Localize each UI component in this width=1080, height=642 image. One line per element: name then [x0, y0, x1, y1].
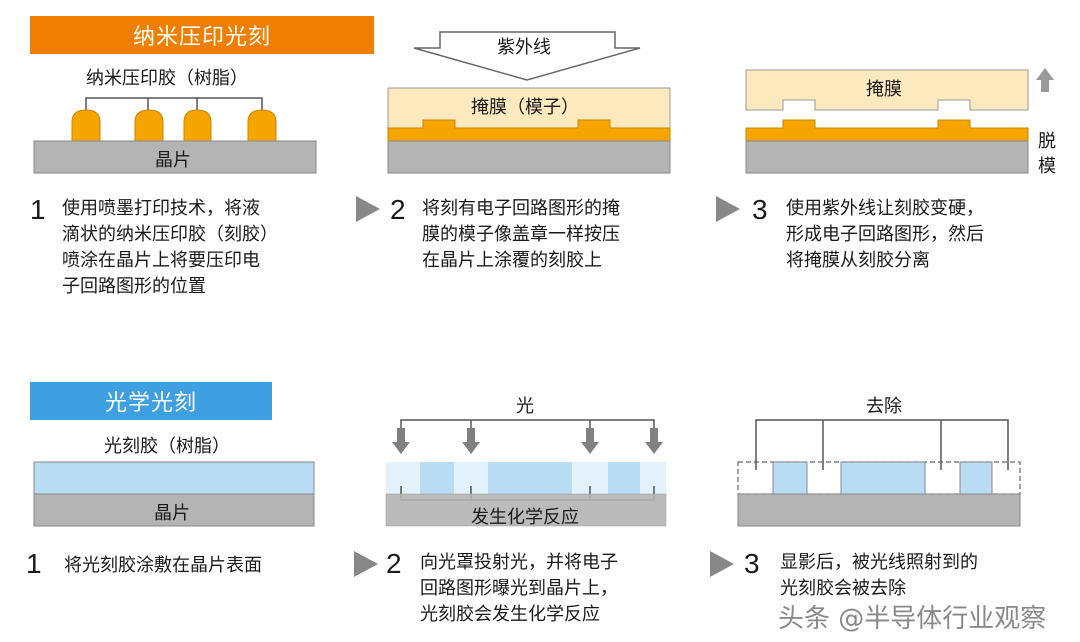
- release-label: 脱: [1038, 131, 1056, 152]
- nanoimprint-step1-diagram: [33, 97, 317, 174]
- lift-arrow-icon: [1036, 68, 1054, 92]
- release-label: 模: [1038, 156, 1056, 177]
- desc-line: 形成电子回路图形，然后: [786, 224, 984, 245]
- photoresist-layer: [33, 461, 315, 495]
- desc-line: 将光刻胶涂敷在晶片表面: [64, 555, 262, 576]
- step-arrow-icon: [356, 196, 380, 222]
- light-label: 光: [516, 396, 534, 417]
- light-bracket: [400, 419, 655, 428]
- wafer: [33, 140, 317, 174]
- step-arrow-icon: [354, 551, 378, 577]
- resin-label: 纳米压印胶（树脂）: [86, 68, 248, 89]
- step-arrow-icon: [716, 196, 740, 222]
- step-description: 使用喷墨打印技术，将液 滴状的纳米压印胶（刻胶） 喷涂在晶片上将要压印电 子回路…: [62, 196, 278, 300]
- reaction-label: 发生化学反应: [471, 507, 579, 528]
- mask-label: 掩膜: [866, 79, 902, 100]
- nanoimprint-banner: 纳米压印光刻: [30, 16, 374, 54]
- desc-line: 向光罩投射光，并将电子: [420, 552, 618, 573]
- desc-line: 将掩膜从刻胶分离: [786, 250, 930, 271]
- desc-line: 将刻有电子回路图形的掩: [422, 198, 620, 219]
- step-number: 2: [390, 194, 406, 225]
- desc-line: 使用紫外线让刻胶变硬，: [786, 198, 984, 219]
- desc-line: 滴状的纳米压印胶（刻胶）: [62, 224, 278, 245]
- desc-line: 回路图形曝光到晶片上，: [420, 578, 618, 599]
- wafer: [385, 493, 667, 527]
- mold-label: 掩膜（模子）: [471, 97, 579, 118]
- desc-line: 使用喷墨打印技术，将液: [62, 198, 260, 219]
- uv-label: 紫外线: [497, 37, 551, 58]
- step-number: 2: [386, 548, 402, 579]
- step-number: 1: [30, 194, 46, 225]
- mask-lifted: [745, 69, 1029, 111]
- wafer: [33, 493, 315, 527]
- unexposed-resist: [420, 462, 640, 494]
- remove-label: 去除: [866, 396, 902, 417]
- wafer: [745, 140, 1029, 174]
- step-description: 将光刻胶涂敷在晶片表面: [64, 553, 262, 579]
- remaining-resist: [772, 461, 993, 495]
- desc-line: 光刻胶会被去除: [780, 578, 906, 599]
- step-arrow-icon: [710, 551, 734, 577]
- nanoimprint-step2-diagram: [387, 31, 671, 174]
- desc-line: 光刻胶会发生化学反应: [420, 604, 600, 625]
- resist-label: 光刻胶（树脂）: [104, 436, 230, 457]
- desc-line: 子回路图形的位置: [62, 276, 206, 297]
- exposed-resist: [386, 462, 666, 494]
- step-description: 显影后，被光线照射到的 光刻胶会被去除: [780, 550, 978, 602]
- desc-line: 喷涂在晶片上将要压印电: [62, 250, 260, 271]
- desc-line: 膜的模子像盖章一样按压: [422, 224, 620, 245]
- optical-lithography-banner: 光学光刻: [30, 382, 272, 420]
- wafer: [387, 140, 671, 174]
- wafer-label: 晶片: [154, 503, 190, 524]
- step-description: 向光罩投射光，并将电子 回路图形曝光到晶片上， 光刻胶会发生化学反应: [420, 550, 618, 628]
- wafer-label: 晶片: [155, 150, 191, 171]
- step-description: 将刻有电子回路图形的掩 膜的模子像盖章一样按压 在晶片上涂覆的刻胶上: [422, 196, 620, 274]
- light-arrow-icons: [392, 428, 663, 454]
- nanoimprint-step3-diagram: [745, 68, 1054, 174]
- step-number: 3: [752, 194, 768, 225]
- desc-line: 在晶片上涂覆的刻胶上: [422, 250, 602, 271]
- watermark: 头条 @半导体行业观察: [778, 604, 1047, 634]
- wafer: [737, 493, 1021, 527]
- resin-droplets: [71, 109, 277, 142]
- uv-arrow: [413, 31, 641, 81]
- step-description: 使用紫外线让刻胶变硬， 形成电子回路图形，然后 将掩膜从刻胶分离: [786, 196, 984, 274]
- step-number: 1: [26, 548, 42, 579]
- step-number: 3: [744, 548, 760, 579]
- desc-line: 显影后，被光线照射到的: [780, 552, 978, 573]
